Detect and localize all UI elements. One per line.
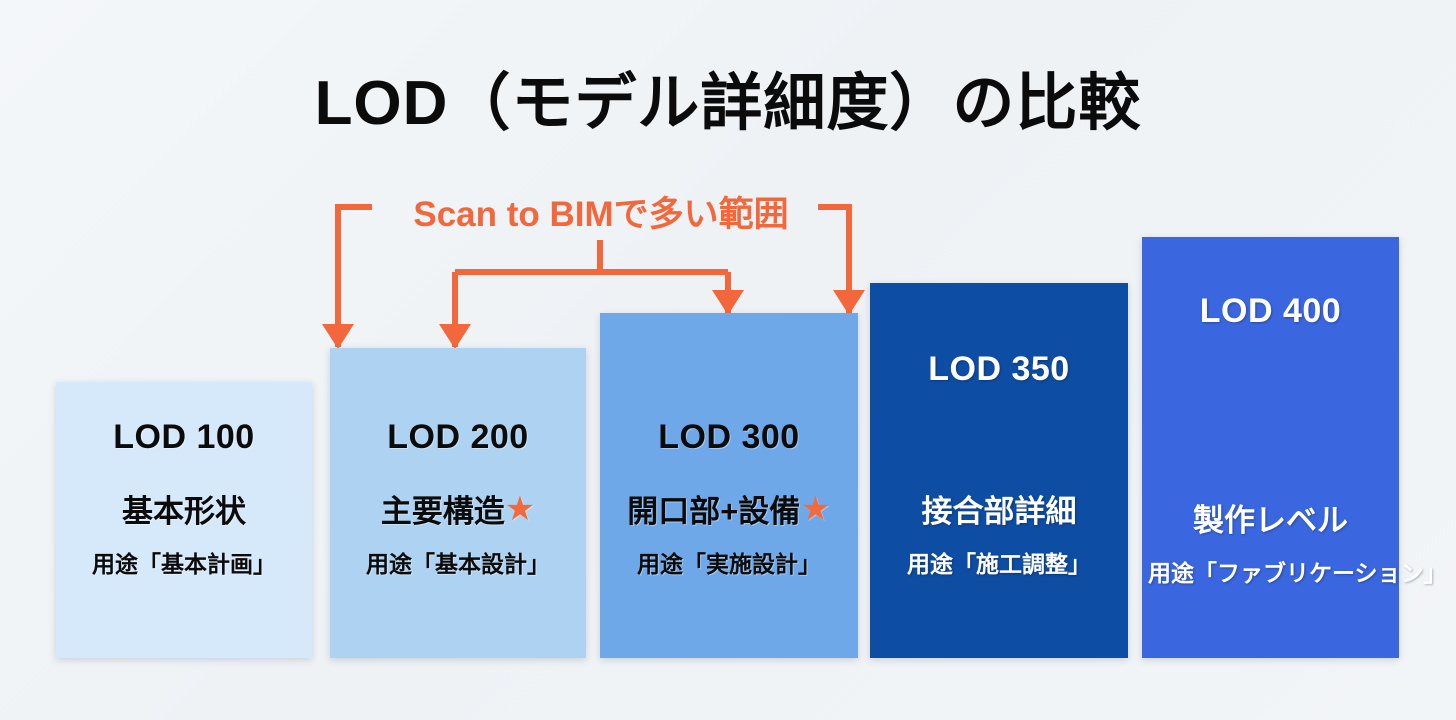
bar-lod-label: LOD 300 [658, 418, 800, 456]
bar-usage: 用途「基本計画」 [92, 551, 276, 577]
bar-lod300[interactable]: LOD 300 開口部+設備★ 用途「実施設計」 [600, 313, 858, 658]
bracket-left-arm [335, 204, 372, 347]
annotation-label: Scan to BIMで多い範囲 [413, 195, 789, 234]
bar-lod-label: LOD 400 [1199, 292, 1342, 330]
arrow-head-lod300-right [833, 290, 865, 315]
bar-description: 基本形状 [56, 486, 312, 531]
bar-description-text: 開口部+設備 [627, 494, 801, 529]
star-icon: ★ [800, 489, 831, 528]
arrow-head-lod200-left [322, 324, 354, 349]
bar-description-text: 製作レベル [1193, 503, 1348, 538]
bar-lod400[interactable]: LOD 400 製作レベル用途「ファブリケーション」 [1142, 237, 1447, 658]
arrow-head-lod300-left [712, 290, 744, 315]
bar-description: 主要構造★ [330, 486, 586, 531]
bar-description-text: 主要構造 [380, 494, 505, 529]
page-title: LOD（モデル詳細度）の比較 [314, 69, 1142, 138]
arrow-head-lod200-right [439, 324, 471, 349]
bar-usage: 用途「実施設計」 [637, 551, 821, 577]
bar-lod-label: LOD 100 [113, 418, 255, 456]
bar-lod100[interactable]: LOD 100 基本形状用途「基本計画」 [56, 382, 312, 658]
bar-lod-label: LOD 350 [928, 350, 1070, 388]
bar-usage: 用途「基本設計」 [366, 551, 550, 577]
bar-description: 開口部+設備★ [600, 486, 858, 531]
star-icon: ★ [504, 489, 536, 528]
bar-usage: 用途「ファブリケーション」 [1148, 560, 1447, 586]
bar-usage: 用途「施工調整」 [907, 551, 1091, 577]
bar-description: 製作レベル [1142, 495, 1399, 540]
bar-description-text: 接合部詳細 [921, 494, 1077, 529]
bar-description: 接合部詳細 [870, 486, 1128, 531]
bar-lod200[interactable]: LOD 200 主要構造★ 用途「基本設計」 [330, 348, 586, 658]
bar-lod-label: LOD 200 [387, 418, 529, 456]
bar-lod350[interactable]: LOD 350 接合部詳細用途「施工調整」 [870, 283, 1128, 658]
bar-description-text: 基本形状 [122, 494, 246, 529]
